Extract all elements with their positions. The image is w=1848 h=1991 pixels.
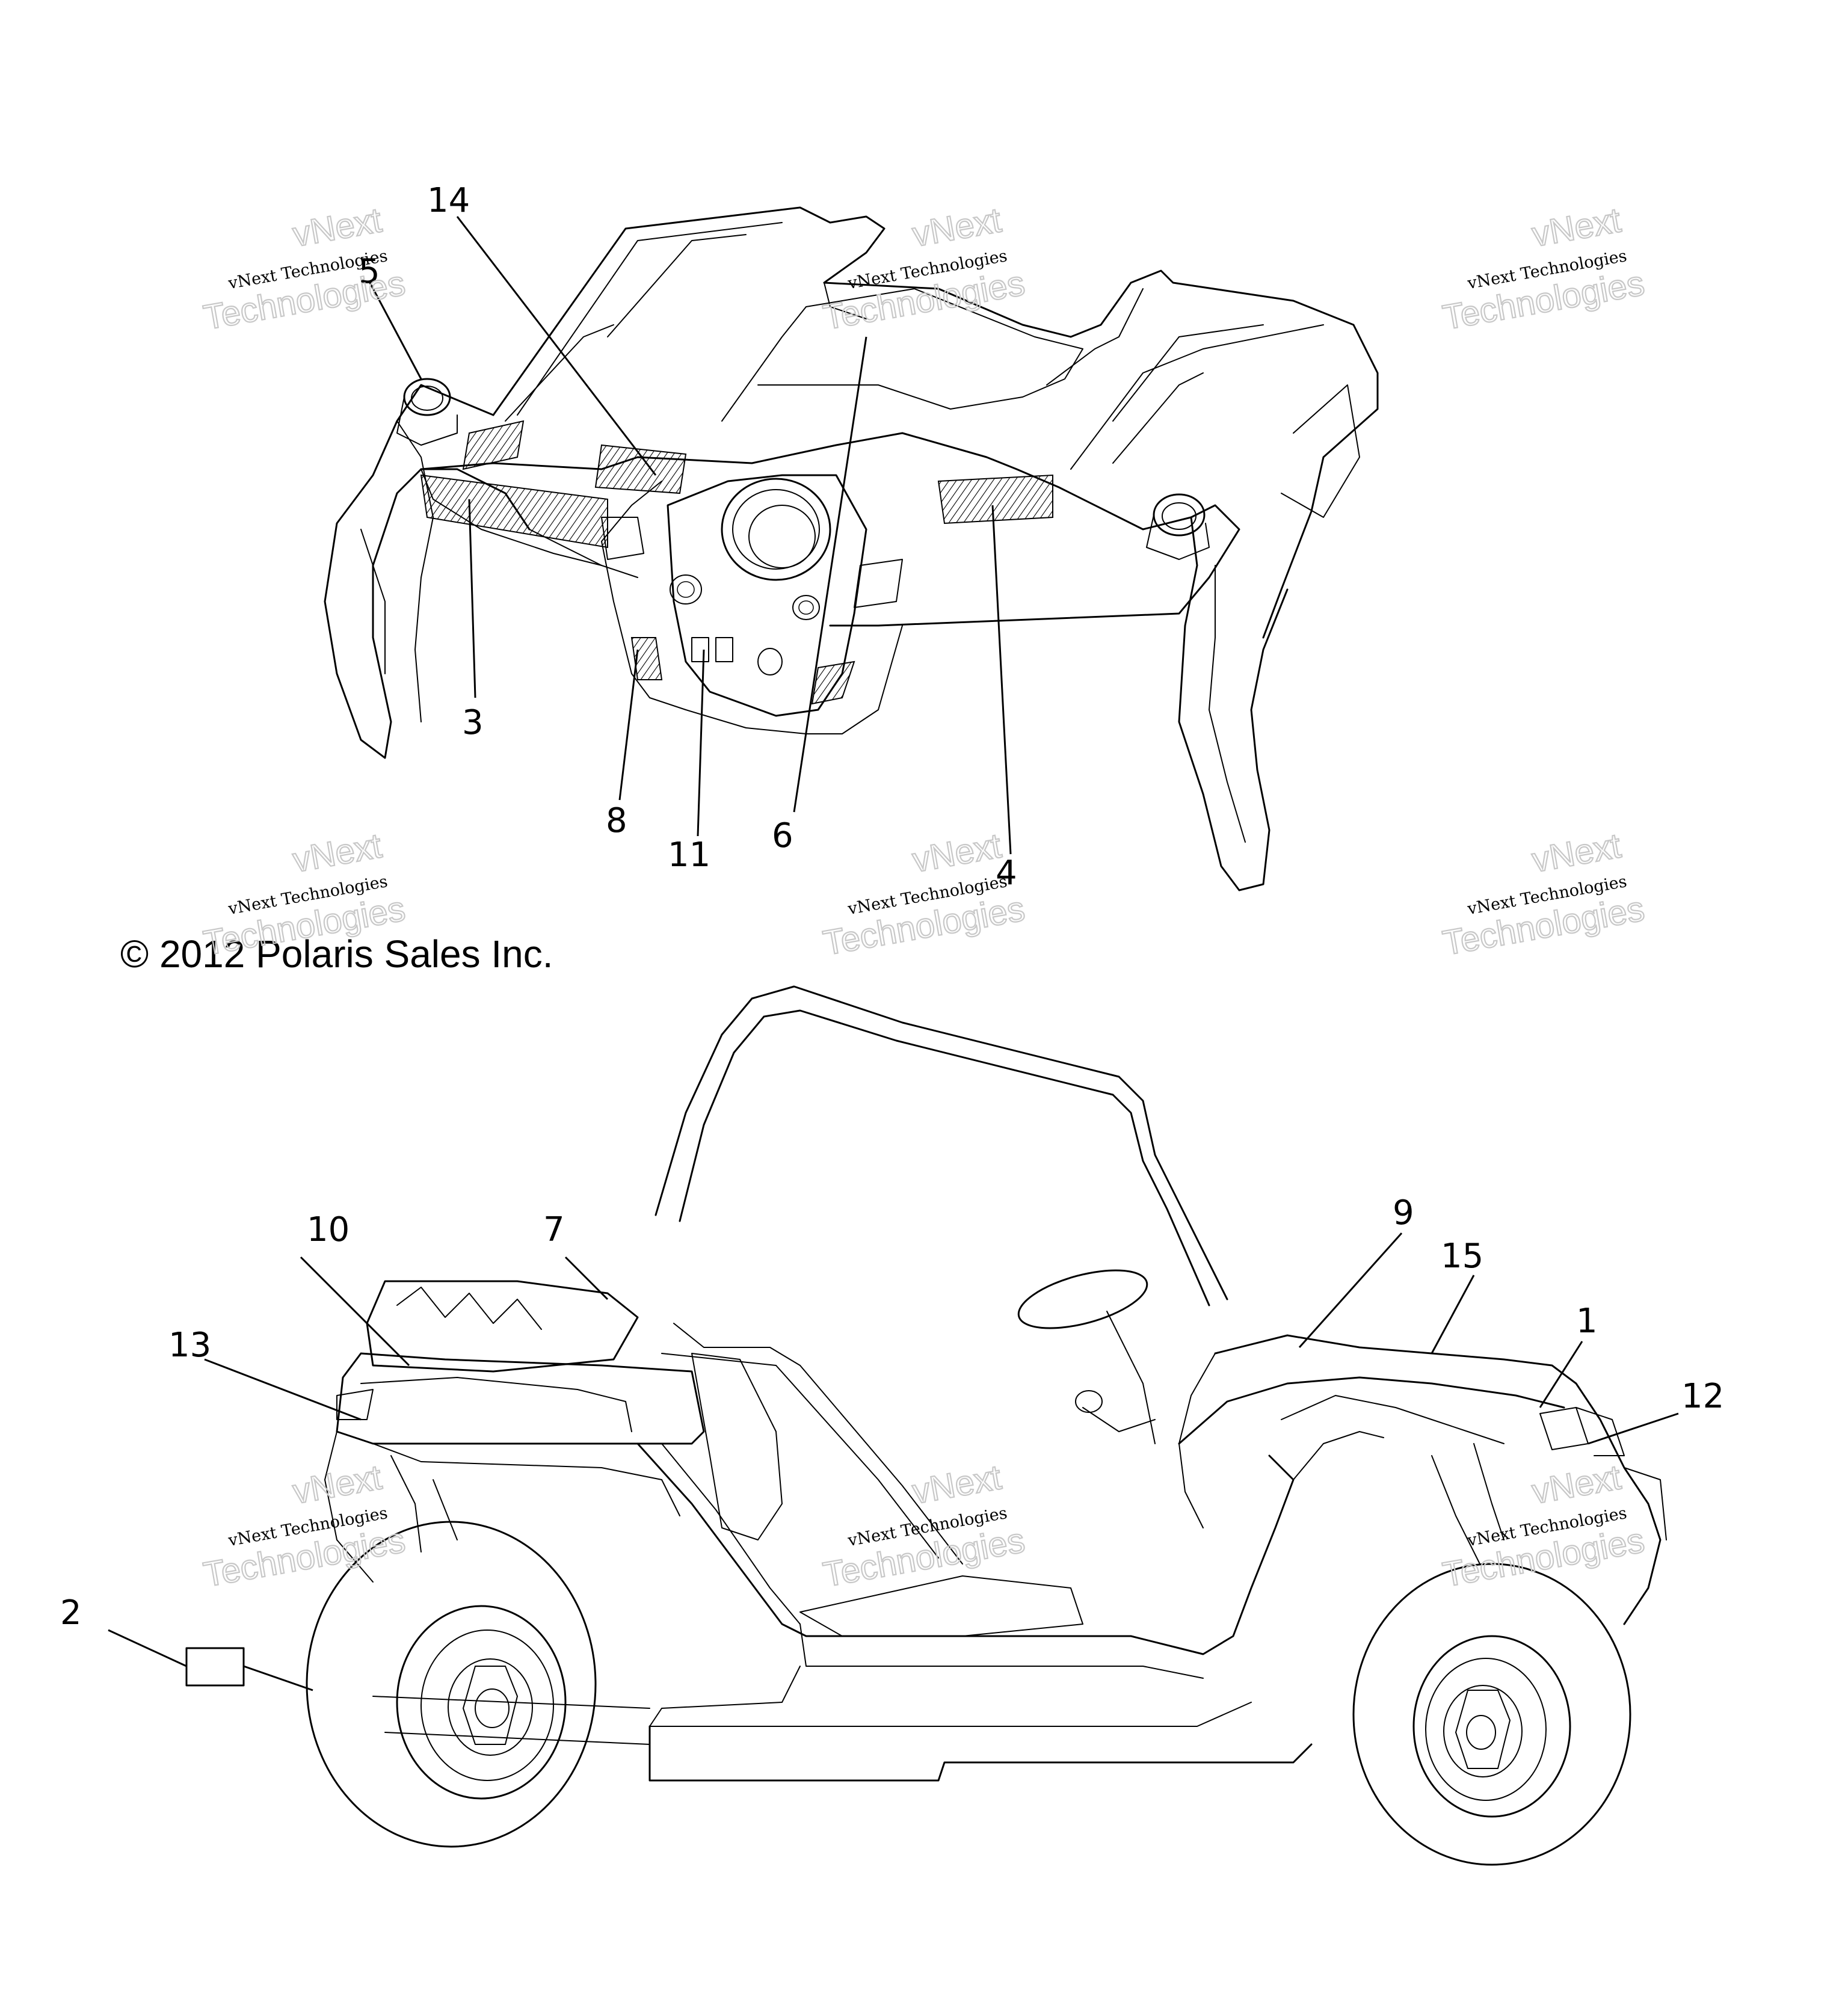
watermark-line1: vNext xyxy=(290,200,384,254)
watermark-line1: vNext xyxy=(290,826,384,880)
watermark: vNext vNext Technologies Technologies xyxy=(819,200,1028,338)
callout-5: 5 xyxy=(359,252,380,291)
watermark: vNext vNext Technologies Technologies xyxy=(819,1457,1028,1595)
callout-15: 15 xyxy=(1441,1237,1483,1276)
watermark: vNext vNext Technologies Technologies xyxy=(200,200,408,338)
decal-3 xyxy=(420,474,608,549)
copyright-notice: © 2012 Polaris Sales Inc. xyxy=(120,932,553,976)
watermark-line1: vNext xyxy=(910,200,1004,254)
dashboard-assembly xyxy=(324,206,1379,891)
callout-11: 11 xyxy=(668,835,710,875)
callout-2: 2 xyxy=(60,1593,82,1632)
callout-12: 12 xyxy=(1681,1377,1724,1416)
watermark: vNext vNext Technologies Technologies xyxy=(1439,1457,1648,1595)
callout-10: 10 xyxy=(307,1210,350,1249)
decal-6 xyxy=(811,660,855,705)
watermark-line1: vNext xyxy=(910,1457,1004,1512)
callout-4: 4 xyxy=(996,854,1017,893)
callout-labels: 1 2 3 4 5 6 7 8 9 10 11 12 13 14 15 xyxy=(60,181,1724,1632)
decal-14 xyxy=(594,444,687,494)
rear-wheel xyxy=(306,1521,597,1848)
decal-upper-left xyxy=(462,420,525,470)
callout-6: 6 xyxy=(772,816,793,855)
front-wheel xyxy=(1352,1563,1631,1866)
watermark: vNext vNext Technologies Technologies xyxy=(819,825,1028,964)
vehicle-assembly xyxy=(185,985,1667,1866)
watermark: vNext vNext Technologies Technologies xyxy=(200,1457,408,1595)
watermark-line1: vNext xyxy=(1529,1457,1624,1512)
watermark-line1: vNext xyxy=(1529,200,1624,254)
watermark: vNext vNext Technologies Technologies xyxy=(1439,200,1648,338)
callout-14: 14 xyxy=(427,181,470,220)
callout-8: 8 xyxy=(606,801,627,840)
watermark-line1: vNext xyxy=(910,826,1004,880)
decal-4 xyxy=(937,474,1053,525)
callout-9: 9 xyxy=(1393,1193,1414,1232)
decal-2-box xyxy=(185,1647,245,1687)
callout-7: 7 xyxy=(543,1210,565,1249)
callout-3: 3 xyxy=(462,703,484,742)
watermark-line1: vNext xyxy=(1529,826,1624,880)
callout-1: 1 xyxy=(1576,1302,1598,1341)
watermark: vNext vNext Technologies Technologies xyxy=(1439,825,1648,964)
leader-lines xyxy=(108,216,1679,1691)
watermark-line1: vNext xyxy=(290,1457,384,1512)
callout-13: 13 xyxy=(168,1326,211,1365)
